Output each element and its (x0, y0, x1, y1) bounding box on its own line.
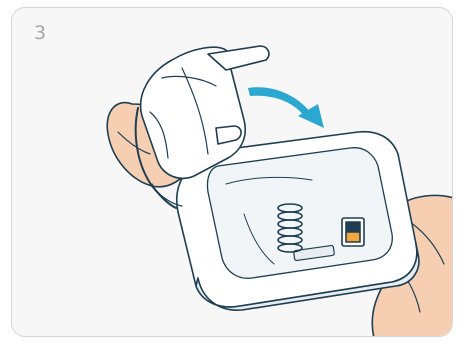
instruction-card: 3 (11, 7, 453, 337)
battery-contact-icon (342, 218, 364, 246)
curved-arrow-icon (248, 87, 324, 128)
device-illustration (12, 8, 453, 337)
